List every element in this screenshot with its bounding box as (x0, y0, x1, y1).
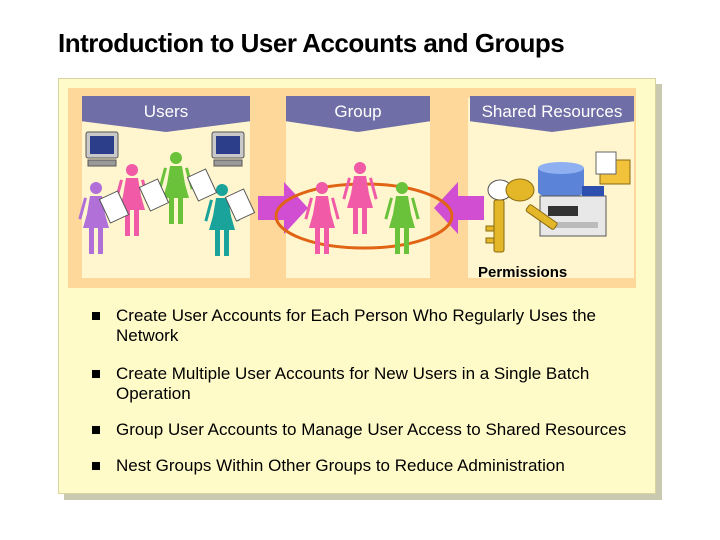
database-icon (538, 162, 584, 198)
bullet-item: Create Multiple User Accounts for New Us… (92, 364, 636, 404)
computer-icon (211, 131, 245, 167)
bullet-item: Nest Groups Within Other Groups to Reduc… (92, 456, 636, 476)
bullet-text: Create User Accounts for Each Person Who… (116, 306, 596, 345)
document-icon (138, 178, 170, 212)
arrow-left-icon (434, 182, 484, 234)
key-icon (485, 179, 513, 253)
bullet-text: Nest Groups Within Other Groups to Reduc… (116, 456, 565, 475)
bullet-item: Create User Accounts for Each Person Who… (92, 306, 636, 346)
slide-title: Introduction to User Accounts and Groups (58, 28, 565, 58)
bullet-text: Group User Accounts to Manage User Acces… (116, 420, 627, 439)
bullet-item: Group User Accounts to Manage User Acces… (92, 420, 636, 440)
bullet-marker-icon (92, 370, 100, 378)
bullet-marker-icon (92, 312, 100, 320)
printer-icon (539, 186, 607, 237)
key-icon (505, 178, 558, 230)
document-icon (98, 190, 130, 224)
bullet-marker-icon (92, 426, 100, 434)
bullet-marker-icon (92, 462, 100, 470)
folder-icon (595, 151, 631, 185)
permissions-label: Permissions (478, 264, 568, 281)
document-icon (186, 168, 218, 202)
document-icon (224, 188, 256, 222)
arrow-right-icon (258, 182, 308, 234)
bullet-text: Create Multiple User Accounts for New Us… (116, 364, 590, 403)
computer-icon (85, 131, 119, 167)
person-icon (158, 152, 194, 224)
group-tab: Group (286, 96, 430, 132)
person-icon (342, 162, 378, 234)
